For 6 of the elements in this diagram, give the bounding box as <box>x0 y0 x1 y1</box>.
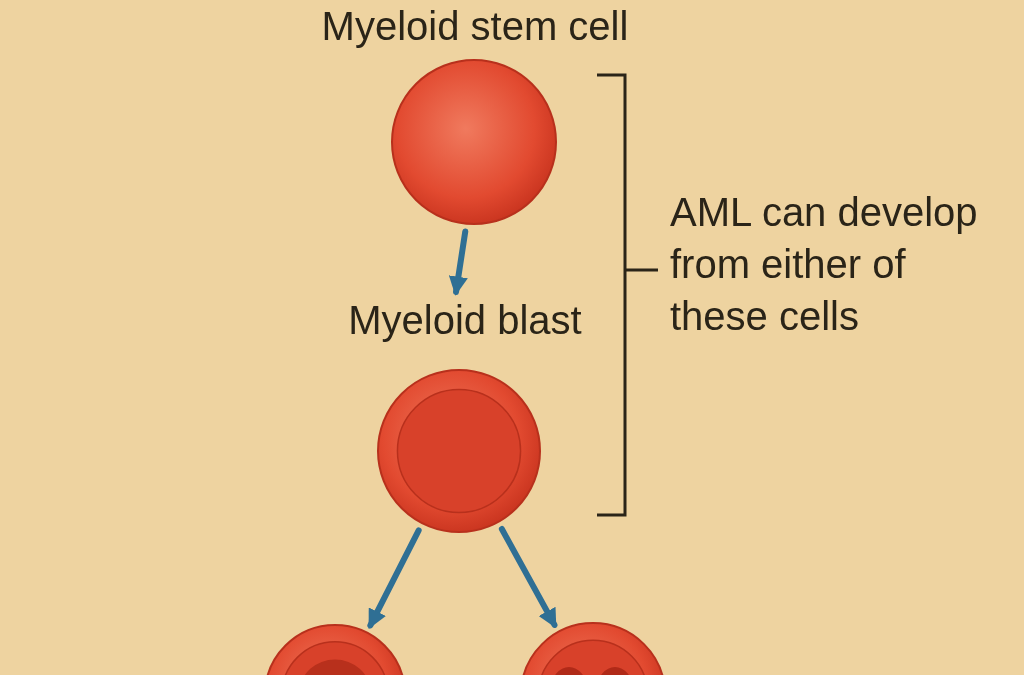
arrow <box>498 526 558 629</box>
note-text: AML can develop from either of these cells <box>670 189 979 340</box>
arrow <box>367 527 422 629</box>
cell-label: Myeloid stem cell <box>320 3 630 50</box>
arrow <box>448 228 469 296</box>
cell-label: Myeloid blast <box>347 297 583 344</box>
